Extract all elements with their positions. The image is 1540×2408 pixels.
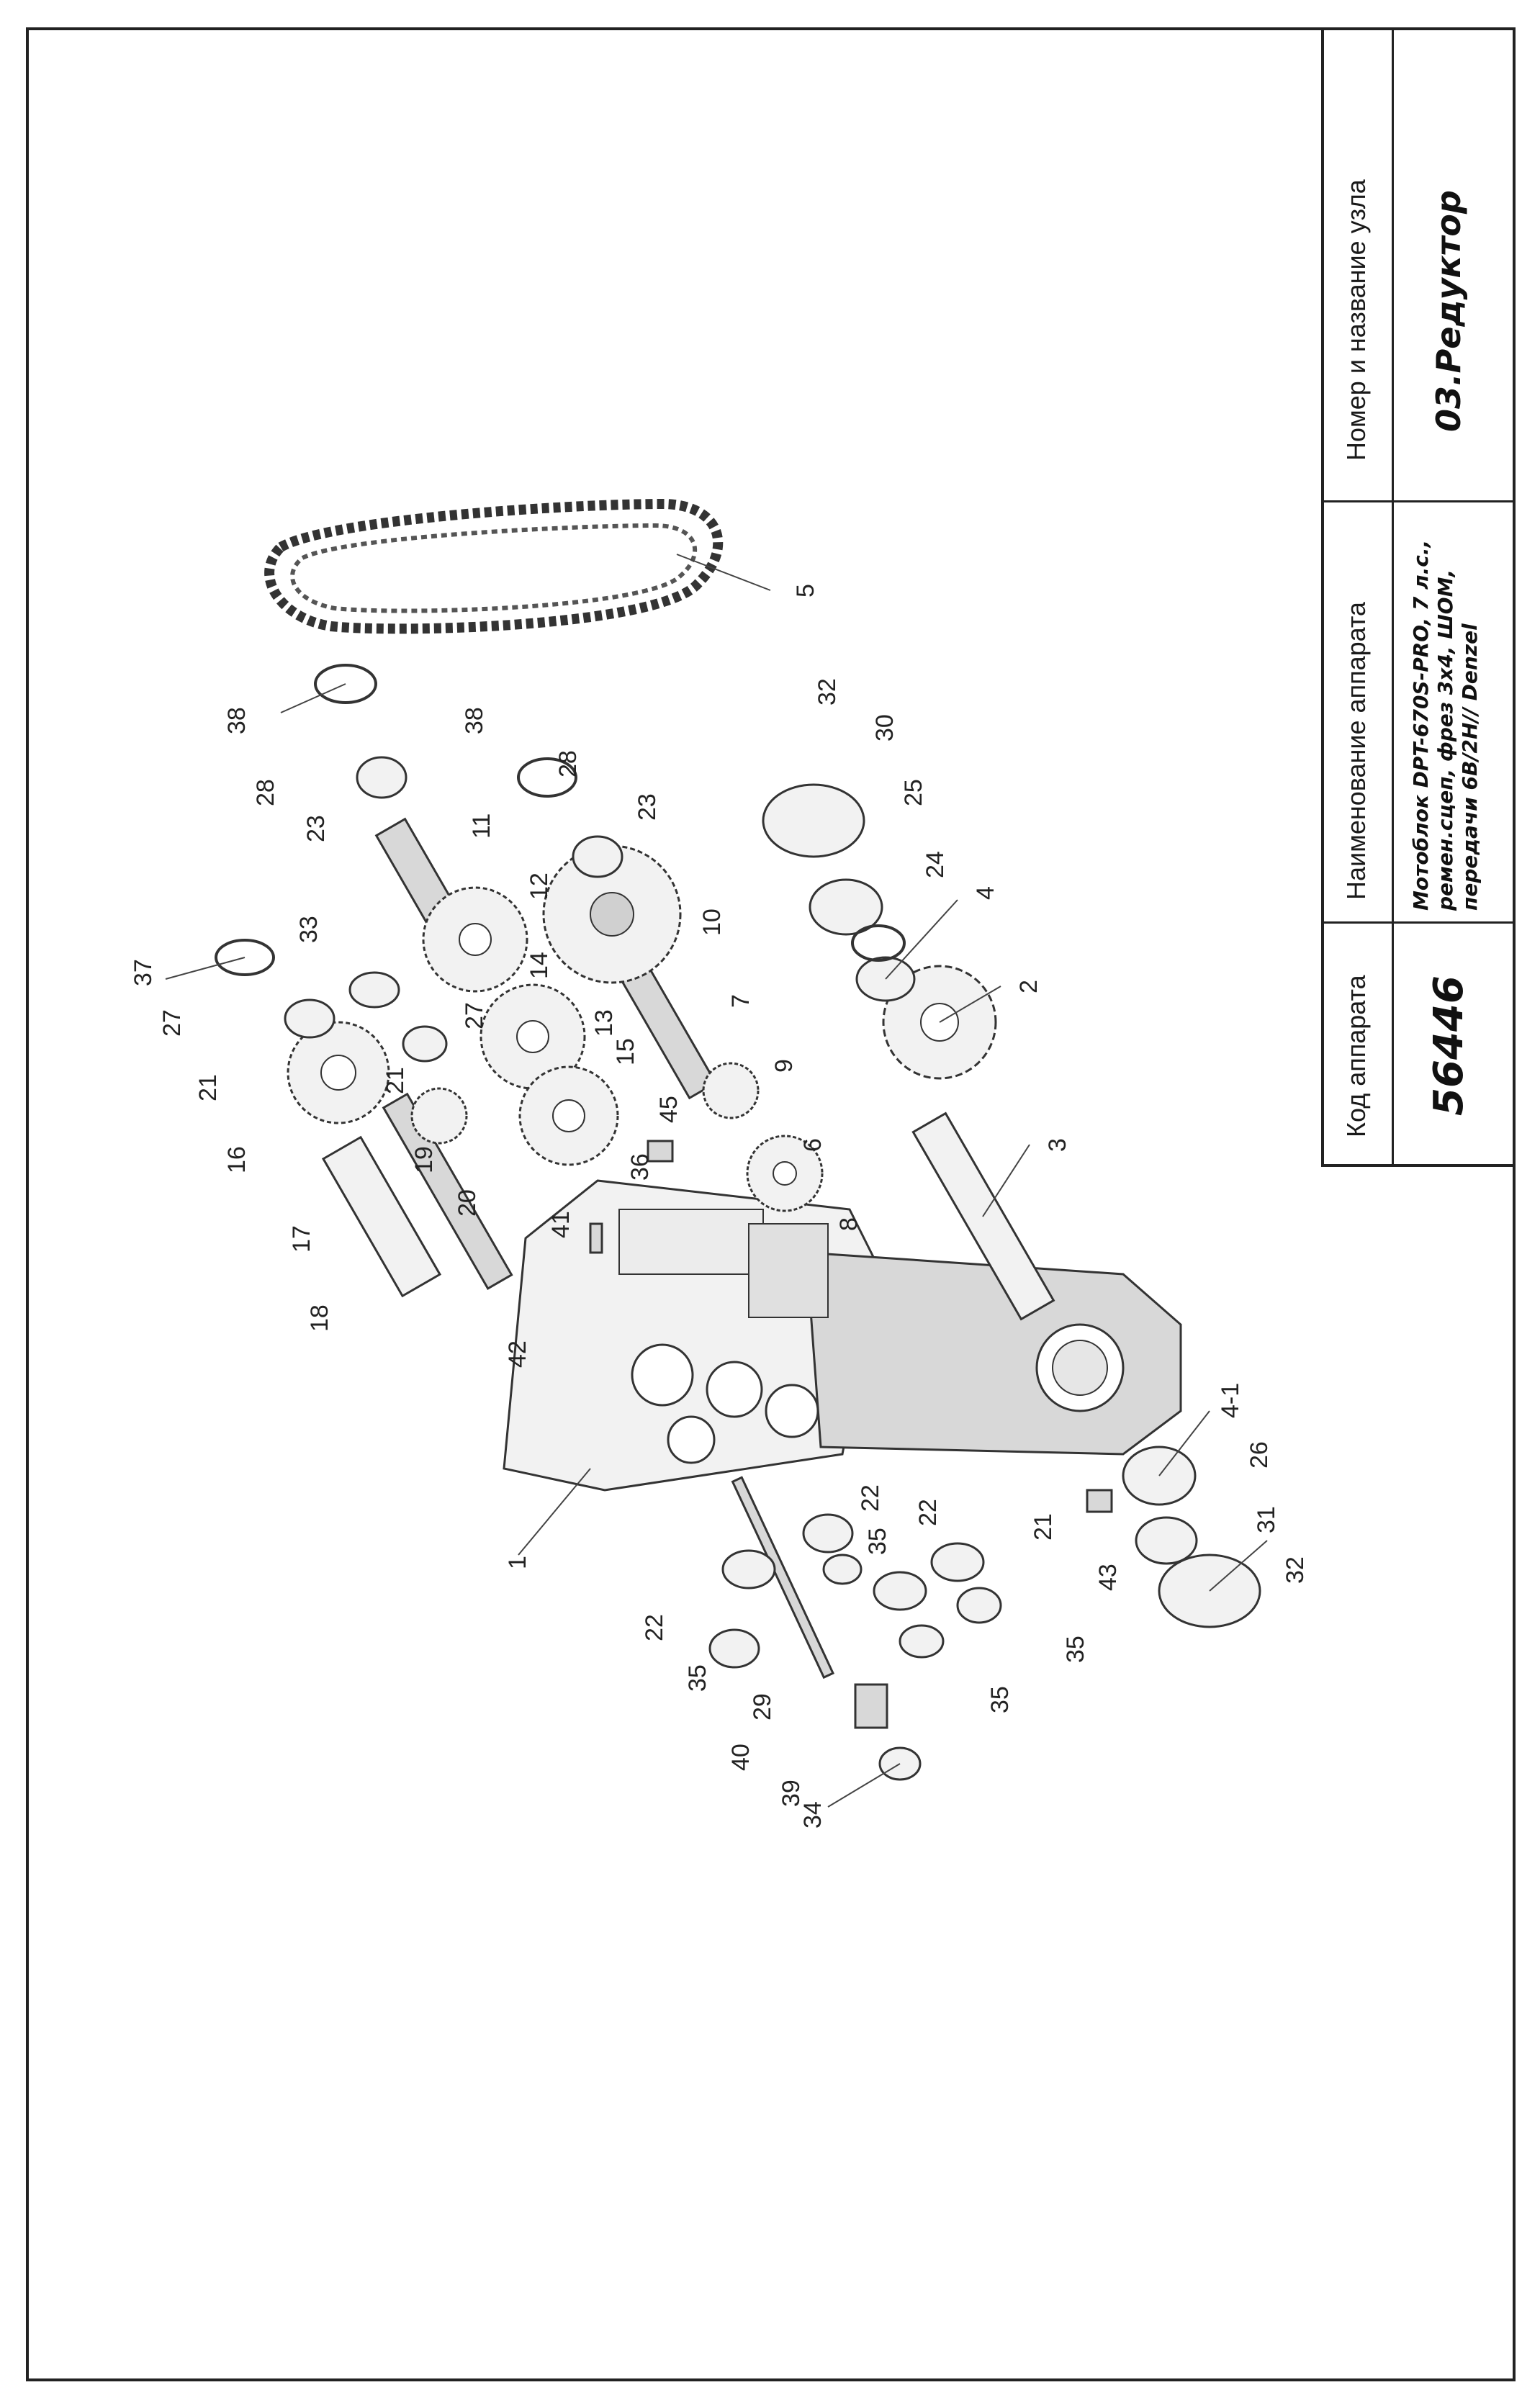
callout-21-a: 21 xyxy=(194,1074,222,1101)
shafts xyxy=(321,817,1055,1679)
callout-28-b: 28 xyxy=(554,750,582,777)
callout-30: 30 xyxy=(871,714,899,741)
callout-9: 9 xyxy=(770,1059,798,1073)
callout-29: 29 xyxy=(749,1693,776,1721)
callout-38-a: 38 xyxy=(223,707,251,734)
callout-21-c: 21 xyxy=(1030,1513,1057,1541)
callout-35-c: 35 xyxy=(986,1686,1014,1713)
chain xyxy=(264,498,724,634)
callout-31: 31 xyxy=(1253,1506,1280,1533)
callout-33: 33 xyxy=(295,916,323,943)
callout-13: 13 xyxy=(590,1009,618,1037)
name-value-line-3: передачи 6В/2Н// Denzel xyxy=(1458,623,1482,911)
callout-41: 41 xyxy=(547,1211,575,1238)
leader-lines xyxy=(165,554,1268,1808)
gearbox-housing xyxy=(503,1179,1182,1492)
callout-10: 10 xyxy=(698,908,726,936)
callout-36: 36 xyxy=(626,1153,654,1181)
callout-32-b: 32 xyxy=(1282,1556,1309,1584)
title-block: Номер и название узла 03.Редуктор Наимен… xyxy=(1321,29,1516,1167)
callout-17: 17 xyxy=(288,1225,315,1253)
callout-18: 18 xyxy=(306,1304,333,1332)
callout-34: 34 xyxy=(799,1801,827,1828)
gears xyxy=(287,844,997,1212)
callout-23-a: 23 xyxy=(302,815,330,842)
callout-24: 24 xyxy=(922,851,949,878)
callout-14: 14 xyxy=(526,952,553,979)
callout-35-d: 35 xyxy=(1062,1636,1089,1663)
callout-1: 1 xyxy=(504,1556,531,1569)
callout-7: 7 xyxy=(727,994,755,1008)
gearbox-exploded-view: 1 2 3 4 4-1 5 6 7 8 9 10 11 12 13 14 15 … xyxy=(130,498,1309,1828)
callout-16: 16 xyxy=(223,1146,251,1173)
name-value-line-1: Мотоблок DPT-670S-PRO, 7 л.с., xyxy=(1409,539,1433,911)
callout-27-a: 27 xyxy=(158,1009,186,1037)
code-value: 56446 xyxy=(1426,975,1472,1116)
callout-15: 15 xyxy=(612,1038,639,1065)
callout-6: 6 xyxy=(799,1138,827,1152)
name-label: Наименование аппарата xyxy=(1341,602,1371,900)
callout-35-b: 35 xyxy=(684,1664,711,1692)
callout-25: 25 xyxy=(900,779,927,806)
callout-20: 20 xyxy=(454,1189,481,1217)
callout-38-b: 38 xyxy=(461,707,488,734)
callout-23-b: 23 xyxy=(634,793,661,821)
callout-42: 42 xyxy=(504,1340,531,1368)
name-value-line-2: ремен.сцеп, фрез 3x4, ШОМ, xyxy=(1433,569,1457,911)
callout-8: 8 xyxy=(835,1217,863,1231)
callout-37: 37 xyxy=(130,959,157,986)
callout-22-b: 22 xyxy=(914,1499,942,1526)
callout-5: 5 xyxy=(792,584,819,598)
callout-4: 4 xyxy=(972,886,999,900)
bearings-and-rings xyxy=(215,664,1261,1781)
callout-11: 11 xyxy=(468,813,495,839)
callout-40: 40 xyxy=(727,1744,755,1771)
callout-12: 12 xyxy=(526,872,553,900)
callout-19: 19 xyxy=(410,1146,438,1173)
callout-27-b: 27 xyxy=(461,1002,488,1029)
callout-28-a: 28 xyxy=(252,779,279,806)
callout-22-a: 22 xyxy=(857,1484,884,1512)
callout-43: 43 xyxy=(1094,1564,1122,1591)
callout-labels: 1 2 3 4 4-1 5 6 7 8 9 10 11 12 13 14 15 … xyxy=(130,584,1309,1828)
callout-45: 45 xyxy=(655,1096,683,1123)
drawing-frame xyxy=(26,27,1516,2381)
node-label: Номер и название узла xyxy=(1341,179,1371,461)
callout-2: 2 xyxy=(1015,980,1043,993)
callout-35-a: 35 xyxy=(864,1528,891,1555)
callout-3: 3 xyxy=(1044,1138,1071,1152)
node-value: 03.Редуктор xyxy=(1429,190,1468,432)
callout-21-b: 21 xyxy=(382,1067,409,1094)
callout-39: 39 xyxy=(778,1780,805,1807)
callout-26: 26 xyxy=(1246,1441,1273,1469)
callout-32-a: 32 xyxy=(814,678,841,705)
callout-4-1: 4-1 xyxy=(1217,1383,1244,1418)
code-label: Код аппарата xyxy=(1341,975,1371,1137)
callout-22-c: 22 xyxy=(641,1614,668,1641)
